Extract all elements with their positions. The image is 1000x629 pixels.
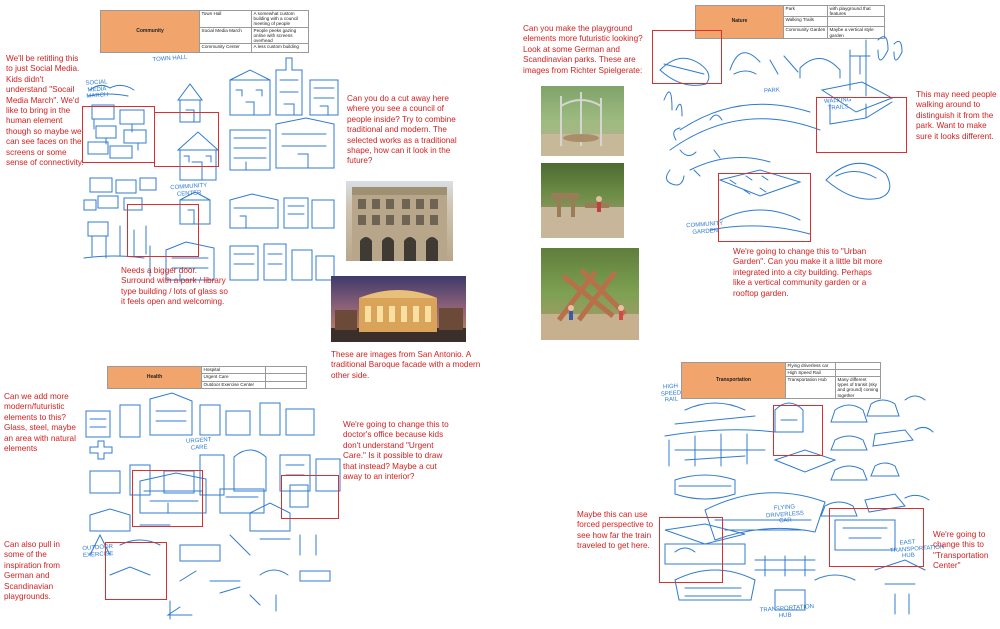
playground-photo-1 — [541, 86, 624, 156]
table-cell: People peeks gazing online with screens … — [251, 26, 309, 45]
table-cell: Many different types of transit (sky and… — [835, 376, 881, 399]
health-table: Health Hospital Urgent Care Outdoor Exer… — [107, 365, 307, 390]
note-urgent-care: We're going to change this to doctor's o… — [343, 420, 449, 482]
table-cell — [835, 362, 881, 370]
note-walking: This may need people walking around to d… — [916, 90, 997, 141]
highlight-train — [659, 517, 723, 583]
note-garden: We're going to change this to "Urban Gar… — [733, 247, 883, 298]
table-cell: Social Media March — [199, 26, 252, 45]
playground-photo-3 — [541, 248, 639, 340]
table-cell: Park — [783, 4, 828, 18]
label-flying-car: FLYING DRIVERLESS CAR — [765, 504, 805, 525]
note-cutaway: Can you do a cut away here where you see… — [347, 94, 457, 166]
table-cell: A somewhat custom building with a counci… — [251, 10, 309, 28]
note-transportation-center: We're going to change this to "Transport… — [933, 530, 989, 571]
note-forced-perspective: Maybe this can use forced perspective to… — [577, 510, 654, 551]
label-social-media: SOCIAL MEDIA MARCH — [85, 79, 109, 100]
table-cell: Maybe a vertical style garden — [827, 26, 885, 39]
note-san-antonio: These are images from San Antonio. A tra… — [331, 350, 481, 380]
table-cell: A less custom building — [251, 43, 309, 54]
highlight-playground — [652, 30, 722, 84]
building-photo — [346, 181, 453, 261]
nature-table: Nature Park with playground that feature… — [695, 4, 885, 39]
note-modern: Can we add more modern/futuristic elemen… — [4, 392, 76, 454]
health-category: Health — [107, 366, 202, 389]
table-cell — [265, 373, 307, 382]
table-cell: High Speed Rail — [785, 369, 836, 377]
highlight-garden — [718, 173, 811, 242]
playground-photo-2 — [541, 163, 624, 238]
community-category: Community — [100, 9, 200, 54]
highlight-walking-trails — [816, 97, 907, 153]
transportation-table: Transportation Flying driverless car Hig… — [681, 362, 881, 399]
highlight-urgent-care — [281, 475, 339, 519]
note-playground: Can you make the playground elements mor… — [523, 24, 643, 75]
transportation-category: Transportation — [681, 362, 786, 399]
transportation-sketches — [655, 380, 940, 625]
table-cell: Town Hall — [199, 10, 252, 28]
highlight-community-center — [127, 204, 199, 257]
label-urgent-care: URGENT CARE — [185, 437, 212, 452]
nature-sketches — [650, 20, 915, 260]
highlight-flying-car — [773, 405, 823, 456]
table-cell — [835, 369, 881, 377]
table-cell: Urgent Care — [201, 373, 266, 382]
night-building-photo — [331, 276, 466, 342]
highlight-social-media — [82, 106, 155, 163]
table-cell — [265, 365, 307, 375]
highlight-town-hall — [154, 112, 219, 167]
health-sketches — [80, 385, 345, 625]
label-high-speed-rail: HIGH SPEED RAIL — [660, 383, 682, 404]
community-sketches — [80, 50, 340, 300]
note-door: Needs a bigger door. Surround with a par… — [121, 266, 228, 307]
table-cell: Flying driverless car — [785, 362, 836, 370]
community-table: Community Town Hall A somewhat custom bu… — [100, 9, 309, 54]
highlight-hospital — [132, 470, 203, 527]
table-cell: with playground that features — [827, 4, 885, 18]
table-cell — [265, 380, 307, 390]
table-cell: Hospital — [201, 365, 266, 375]
highlight-outdoor — [105, 542, 167, 600]
note-social-media: We'll be retitling this to just Social M… — [6, 54, 84, 168]
highlight-hub — [829, 508, 924, 567]
note-pull-inspiration: Can also pull in some of the inspiration… — [4, 540, 60, 602]
